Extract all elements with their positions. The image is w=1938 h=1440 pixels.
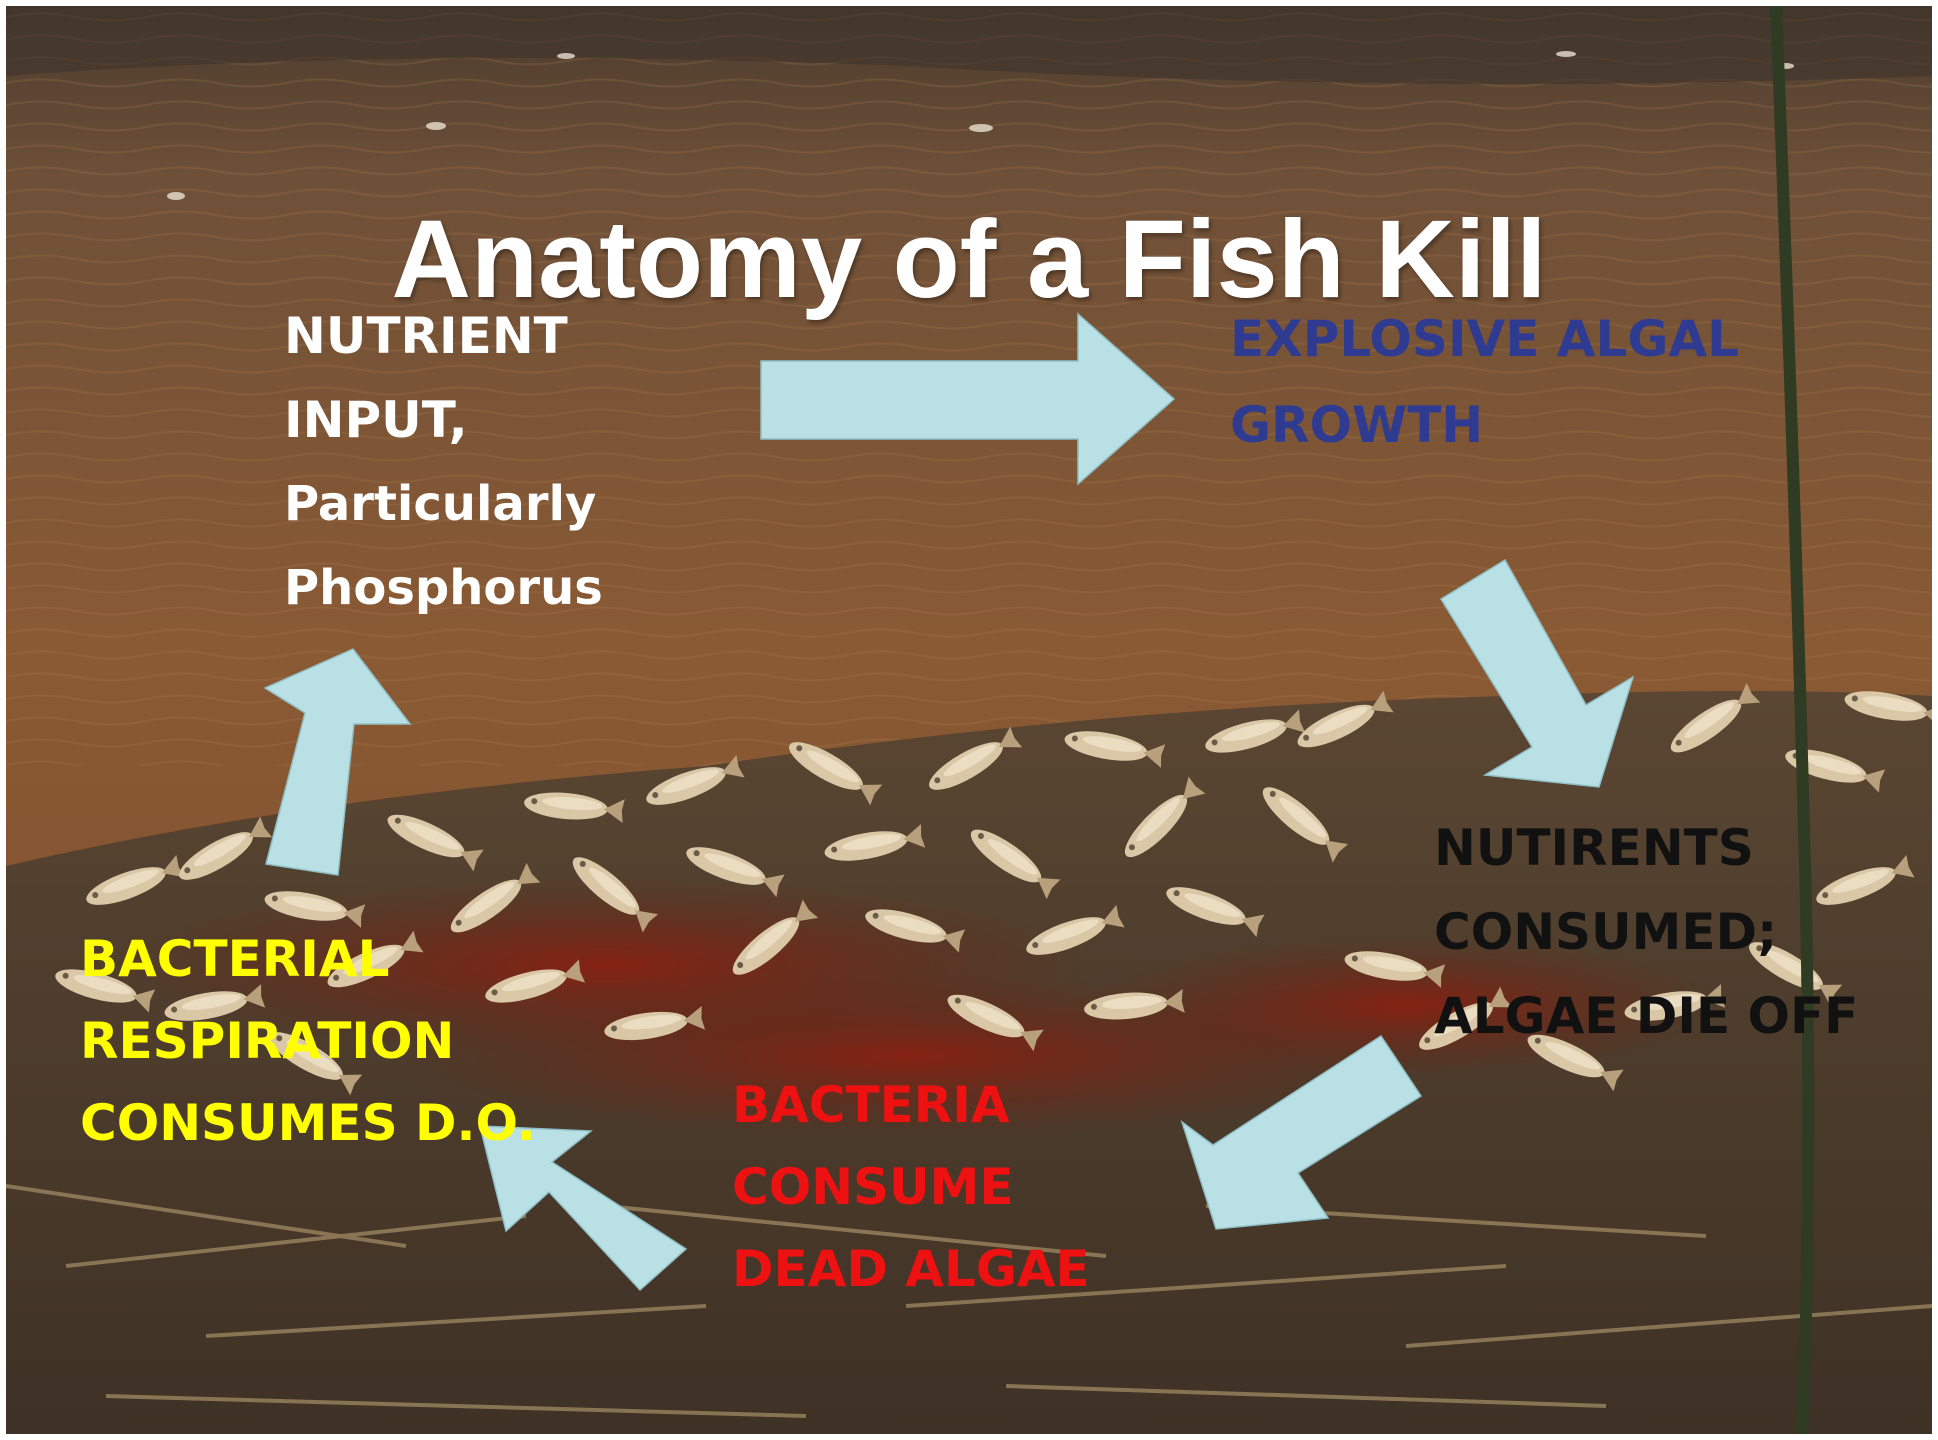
- bacteria-consume-label: BACTERIA CONSUME DEAD ALGAE: [732, 1064, 1090, 1310]
- label-line: NUTIRENTS: [1434, 806, 1858, 890]
- label-line: RESPIRATION: [80, 1000, 536, 1082]
- algal-growth-label: EXPLOSIVE ALGAL GROWTH: [1230, 296, 1739, 468]
- label-line: Particularly: [284, 462, 603, 546]
- label-line: CONSUMES D.O.: [80, 1082, 536, 1164]
- bacterial-respiration-label: BACTERIAL RESPIRATION CONSUMES D.O.: [80, 918, 536, 1164]
- label-line: DEAD ALGAE: [732, 1228, 1090, 1310]
- label-line: ALGAE DIE OFF: [1434, 974, 1858, 1058]
- label-line: BACTERIAL: [80, 918, 536, 1000]
- label-line: BACTERIA: [732, 1064, 1090, 1146]
- label-line: EXPLOSIVE ALGAL: [1230, 296, 1739, 382]
- label-line: CONSUME: [732, 1146, 1090, 1228]
- label-line: INPUT,: [284, 378, 603, 462]
- slide: Anatomy of a Fish Kill NUTRIENT INPUT, P…: [6, 6, 1932, 1434]
- label-line: GROWTH: [1230, 382, 1739, 468]
- label-line: CONSUMED;: [1434, 890, 1858, 974]
- label-line: Phosphorus: [284, 546, 603, 630]
- label-line: NUTRIENT: [284, 294, 603, 378]
- nutrient-input-label: NUTRIENT INPUT, Particularly Phosphorus: [284, 294, 603, 630]
- algae-die-off-label: NUTIRENTS CONSUMED; ALGAE DIE OFF: [1434, 806, 1858, 1058]
